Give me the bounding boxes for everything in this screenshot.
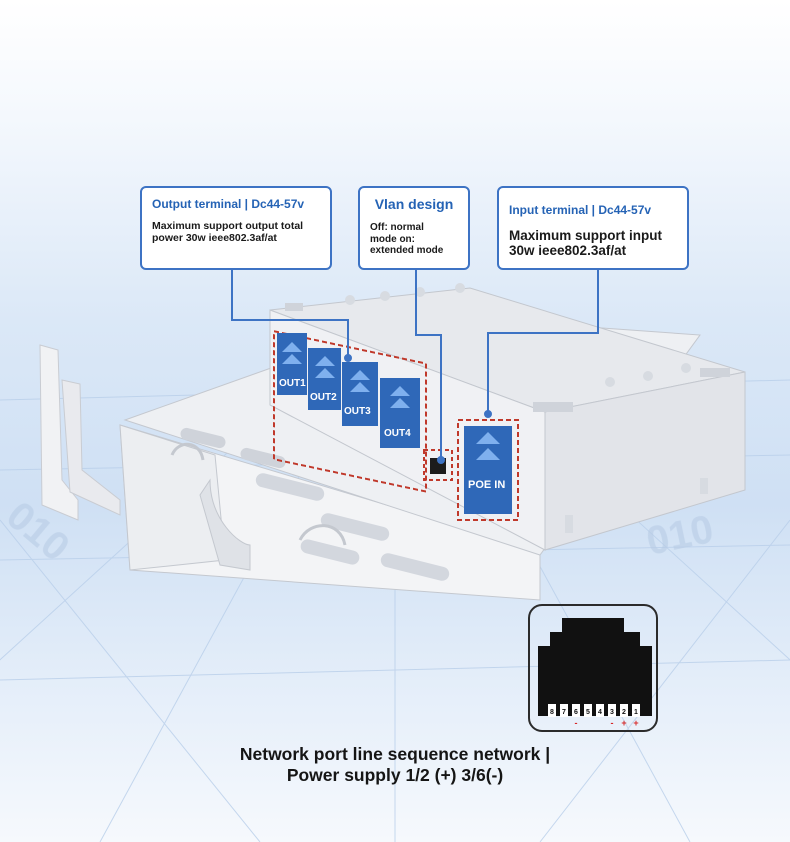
- pin-number: 4: [598, 709, 602, 716]
- callout-title: Output terminal | Dc44-57v: [152, 197, 305, 211]
- port-label: OUT3: [344, 406, 371, 417]
- callout-body-line: mode on:: [370, 233, 415, 245]
- callout-body: Off: normal mode on: extended mode: [370, 222, 458, 257]
- pin-number: 8: [550, 709, 554, 716]
- output-terminal-callout: Output terminal | Dc44-57v Maximum suppo…: [140, 186, 332, 270]
- callout-body-line: Off: normal: [370, 222, 424, 233]
- pin-number: 7: [562, 709, 566, 716]
- pin-number: 5: [586, 709, 590, 716]
- output-port-3: OUT3: [342, 362, 378, 426]
- port-label: OUT2: [310, 392, 337, 403]
- output-port-4: OUT4: [380, 378, 420, 448]
- caption-line: Power supply 1/2 (+) 3/6(-): [286, 765, 504, 785]
- callout-title: Vlan design: [374, 196, 454, 212]
- callout-body: Maximum support output total power 30w i…: [152, 220, 304, 244]
- pin-polarity: -: [575, 718, 578, 728]
- output-port-2: OUT2: [308, 348, 341, 410]
- callout-title: Input terminal | Dc44-57v: [509, 203, 652, 217]
- output-port-1: OUT1: [277, 333, 307, 395]
- vlan-design-callout: Vlan design Off: normal mode on: extende…: [358, 186, 470, 270]
- pin-number: 6: [574, 709, 578, 716]
- pin-number: 3: [610, 709, 614, 716]
- rj45-pinout-diagram: 8 7 6 5 4 3 2 1 - - + +: [538, 618, 652, 728]
- pin-polarity: +: [633, 718, 638, 728]
- output-ports-group: OUT1 OUT2 OUT3 OUT4: [273, 330, 427, 493]
- port-label: POE IN: [468, 479, 505, 491]
- pin-number: 2: [622, 709, 626, 716]
- rj45-pins: [548, 704, 640, 717]
- input-terminal-callout: Input terminal | Dc44-57v Maximum suppor…: [497, 186, 689, 270]
- pin-polarity: +: [621, 718, 626, 728]
- poe-input-port: POE IN: [457, 419, 519, 521]
- caption-line: Network port line sequence network |: [239, 744, 551, 764]
- port-label: OUT1: [279, 378, 306, 389]
- callout-body: Maximum support input 30w ieee802.3af/at: [509, 228, 662, 258]
- rj45-diagram-frame: [528, 604, 658, 732]
- callout-leaders: [231, 270, 599, 464]
- callout-body-line: extended mode: [370, 245, 444, 256]
- pinout-caption: Network port line sequence network | Pow…: [195, 744, 595, 786]
- pin-number: 1: [634, 709, 638, 716]
- pin-polarity: -: [611, 718, 614, 728]
- port-label: OUT4: [384, 428, 411, 439]
